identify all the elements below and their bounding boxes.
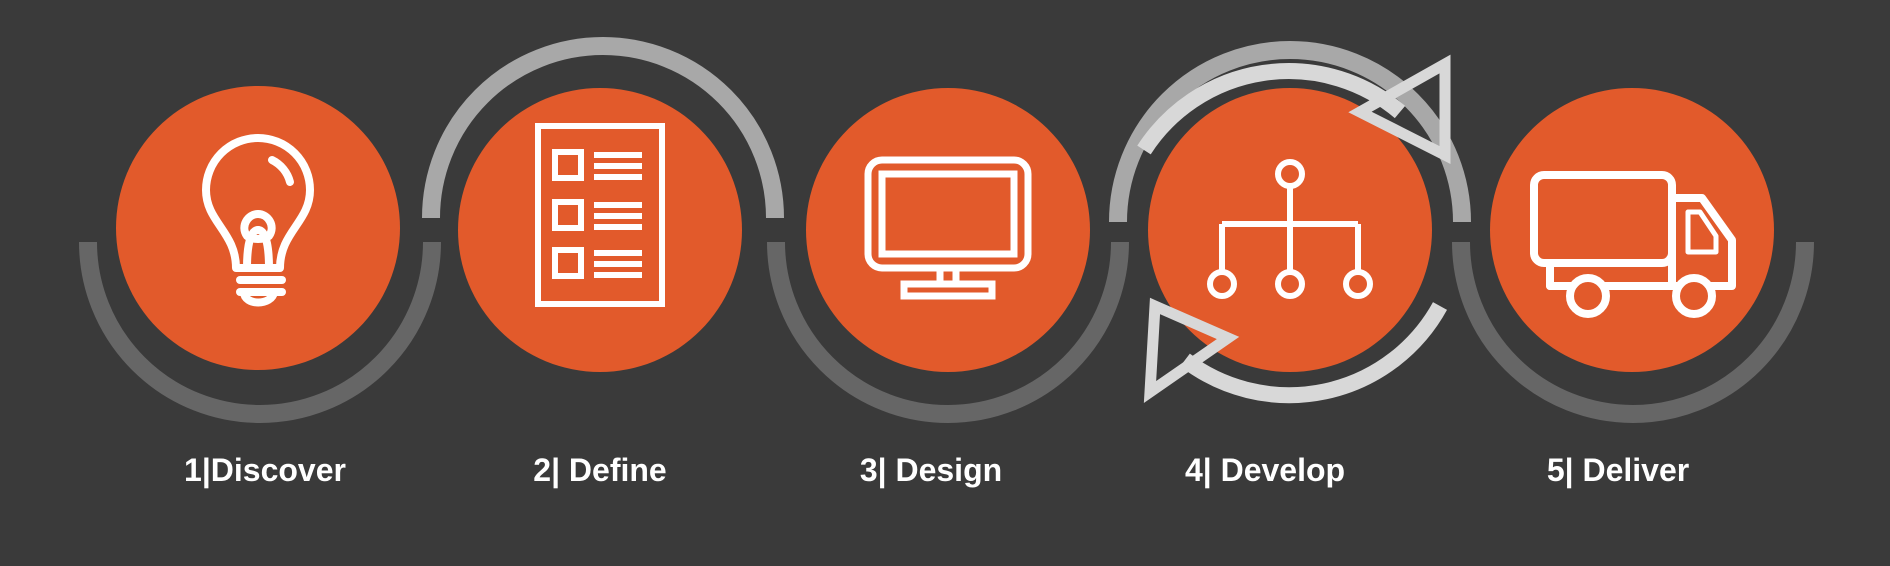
checklist-document-icon: [535, 123, 665, 307]
hierarchy-network-icon: [1207, 159, 1373, 299]
step-4-label: 4| Develop: [1184, 452, 1346, 488]
step-3-circle: [806, 88, 1090, 372]
lightbulb-icon: [202, 134, 314, 307]
arc-step-3-bottom: [767, 241, 1129, 423]
arc-step-5-bottom: [1452, 241, 1814, 423]
cycle-arc-inner-bottom: [1180, 302, 1448, 404]
step-2-label: 2| Define: [533, 452, 667, 488]
arc-step-2-top: [422, 37, 784, 219]
delivery-truck-icon: [1530, 171, 1736, 318]
monitor-icon: [864, 156, 1032, 300]
step-3-label: 3| Design: [859, 452, 1003, 488]
step-1-label: 1|Discover: [184, 452, 346, 488]
cycle-arrowhead-top: [1348, 54, 1451, 164]
cycle-arrowhead-bottom: [1143, 297, 1240, 403]
step-5-label: 5| Deliver: [1546, 452, 1690, 488]
arc-step-1-bottom: [79, 241, 441, 423]
cycle-arc-inner-top: [1137, 63, 1406, 155]
